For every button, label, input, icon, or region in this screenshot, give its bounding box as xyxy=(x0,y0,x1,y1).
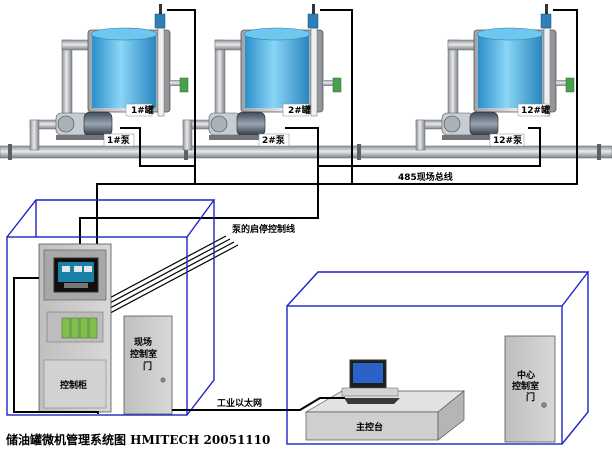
tank-unit-12: 12#罐 12#泵 xyxy=(415,4,575,151)
pump-1: 1#泵 xyxy=(55,111,135,147)
field-door-line2: 控制室 xyxy=(130,348,157,360)
bus-485-line-3 xyxy=(352,9,578,185)
main-pipeline xyxy=(0,144,612,160)
field-room-door: 现场 控制室 门 xyxy=(123,315,173,415)
field-door-line3: 门 xyxy=(143,360,152,372)
field-room-wiring xyxy=(13,277,99,414)
central-door-line3: 门 xyxy=(526,391,535,403)
central-room-door: 中心 控制室 门 xyxy=(504,335,556,443)
tank-12: 12#罐 xyxy=(473,4,575,117)
pump-control-label: 泵的启停控制线 xyxy=(232,223,295,235)
signal-lines xyxy=(79,9,578,268)
tank-2: 2#罐 xyxy=(240,4,342,117)
pump-control-line-3 xyxy=(318,127,541,167)
main-console: 主控台 xyxy=(304,359,465,441)
tank-unit-1: 1#罐 1#泵 xyxy=(29,4,189,151)
pump-control-line-2 xyxy=(79,127,319,268)
bus-485-line-2 xyxy=(195,9,353,185)
control-cabinet: 控制柜 xyxy=(38,243,112,413)
control-cabinet-label: 控制柜 xyxy=(60,379,87,391)
ethernet-label: 工业以太网 xyxy=(217,397,262,409)
field-control-room xyxy=(6,199,216,416)
pump-2: 2#泵 xyxy=(208,111,290,147)
pump-2-label: 2#泵 xyxy=(262,135,286,146)
main-console-label: 主控台 xyxy=(356,421,383,433)
tank-unit-2: 2#罐 2#泵 xyxy=(182,4,342,151)
tank-2-label: 2#罐 xyxy=(288,104,311,116)
ethernet-line xyxy=(172,397,345,411)
pump-12: 12#泵 xyxy=(441,111,525,147)
field-door-line1: 现场 xyxy=(134,336,152,348)
diagram-caption: 储油罐微机管理系统图 HMITECH 20051110 xyxy=(6,432,270,447)
pump-control-line xyxy=(120,127,196,167)
bus-485-label: 485现场总线 xyxy=(398,171,453,183)
io-modules xyxy=(61,317,98,339)
pump-12-label: 12#泵 xyxy=(493,135,523,146)
tank-1-label: 1#罐 xyxy=(131,104,154,116)
pump-1-label: 1#泵 xyxy=(107,135,131,146)
tank-1: 1#罐 xyxy=(87,4,189,117)
tank-12-label: 12#罐 xyxy=(521,104,550,116)
central-door-line2: 控制室 xyxy=(512,380,539,392)
computer-icon xyxy=(341,359,400,404)
central-control-room xyxy=(286,271,590,445)
central-door-line1: 中心 xyxy=(517,369,535,381)
